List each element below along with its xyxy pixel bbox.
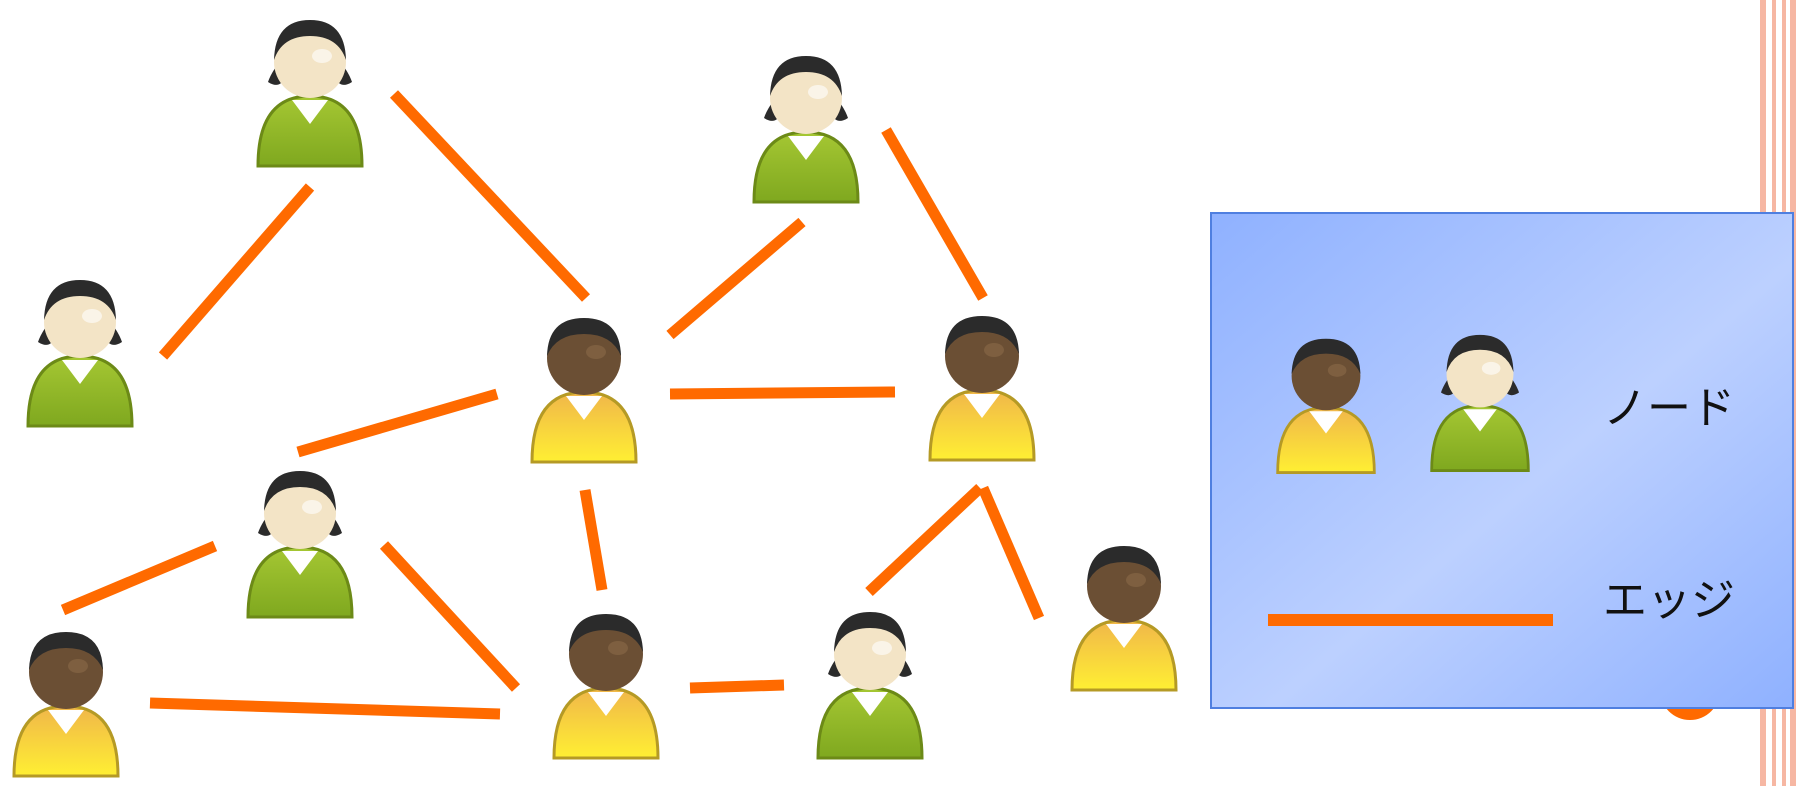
edge [977, 485, 1045, 621]
male-person-icon [1070, 544, 1178, 692]
edge [865, 483, 984, 597]
male-person-icon [530, 316, 638, 464]
legend-edge-label: エッジ [1603, 575, 1735, 626]
nodes [12, 18, 1178, 778]
female-person-icon [816, 610, 924, 760]
male-person-icon [12, 630, 120, 778]
edge [389, 90, 591, 302]
female-person-icon [752, 54, 860, 204]
male-person-icon [928, 314, 1036, 462]
edge [60, 540, 218, 616]
edge [881, 127, 988, 301]
female-person-icon [256, 18, 364, 168]
edge [579, 489, 608, 591]
female-person-icon [246, 469, 354, 619]
edge [689, 679, 785, 694]
edges [60, 90, 1045, 720]
edge [669, 386, 896, 400]
edge [296, 388, 499, 458]
legend-node-label: ノード [1603, 383, 1735, 434]
legend: ノード エッジ [1210, 212, 1794, 709]
edge [149, 697, 501, 720]
female-person-icon [26, 278, 134, 428]
edge [158, 183, 315, 360]
male-person-icon [552, 612, 660, 760]
edge [666, 217, 806, 340]
edge [379, 541, 521, 692]
